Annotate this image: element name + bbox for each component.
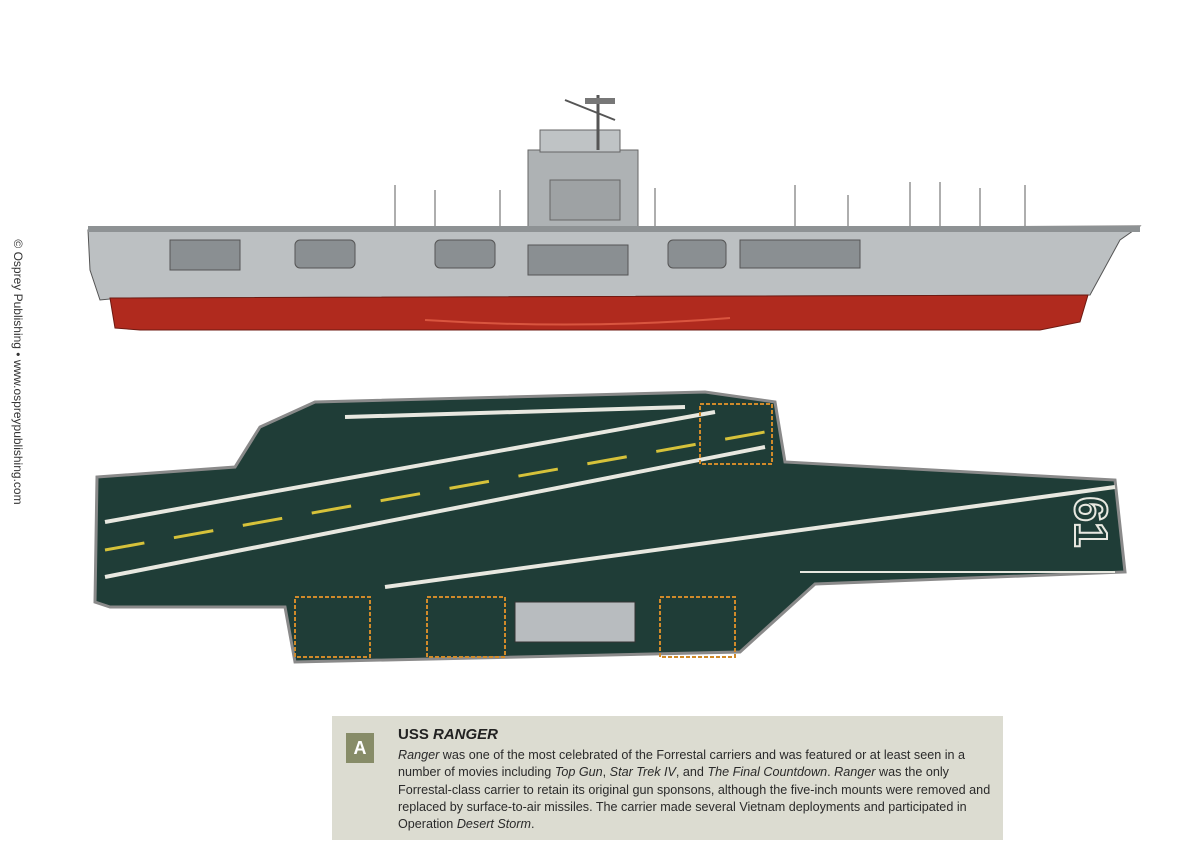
island-superstructure: [527, 95, 639, 231]
title-prefix: USS: [398, 726, 434, 743]
caption-box: A USS RANGER Ranger was one of the most …: [332, 716, 1003, 840]
text-segment: Top Gun: [554, 765, 603, 780]
hull-red-underwater: [109, 294, 1089, 331]
text-segment: .: [827, 765, 835, 780]
elevators: [294, 403, 773, 658]
text-segment: The Final Countdown: [707, 765, 828, 780]
text-segment: , and: [675, 765, 708, 780]
text-segment: Star Trek IV: [609, 765, 676, 780]
title-ship-name: RANGER: [433, 726, 499, 743]
text-segment: was the only Forrestal-class carrier to …: [398, 765, 991, 832]
flight-deck: [93, 390, 1127, 664]
text-segment: was one of the most celebrated of the Fo…: [398, 748, 966, 780]
island-top-view: [514, 601, 636, 643]
flight-deck-edge: [88, 226, 1140, 232]
plate-badge: A: [346, 733, 374, 763]
copyright-text: © Osprey Publishing • www.ospreypublishi…: [11, 239, 25, 505]
masts: [394, 182, 1026, 228]
deck-markings: [104, 405, 1116, 589]
text-segment: ,: [602, 765, 610, 780]
hangar-openings: [169, 239, 861, 276]
caption-body: Ranger was one of the most celebrated of…: [398, 747, 993, 833]
caption-title: USS RANGER: [398, 726, 498, 743]
ship-side-profile: [87, 95, 1142, 331]
deck-number: 61: [1065, 496, 1117, 547]
text-segment: .: [531, 817, 535, 832]
text-segment: Ranger: [398, 748, 440, 762]
text-segment: Ranger: [834, 765, 876, 780]
text-segment: Desert Storm: [456, 817, 531, 832]
ship-flight-deck-plan: 61: [93, 390, 1127, 664]
copyright-notice: © Osprey Publishing • www.ospreypublishi…: [8, 232, 28, 512]
